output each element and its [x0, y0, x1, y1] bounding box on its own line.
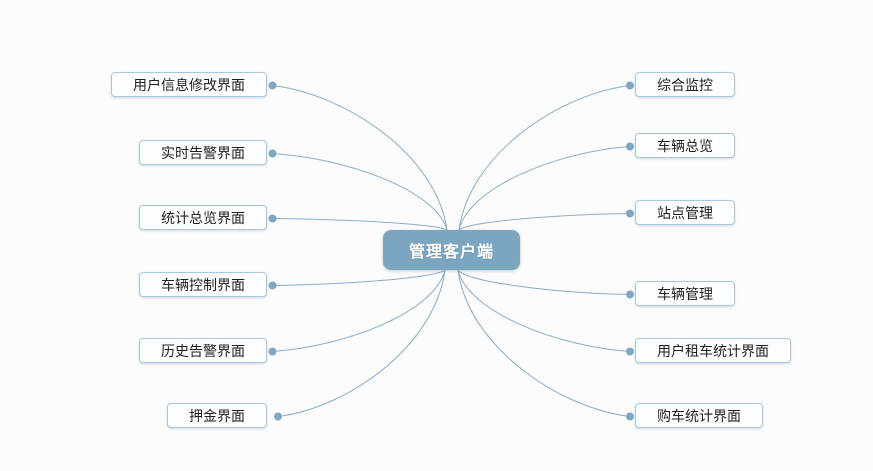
node-label: 实时告警界面 [161, 144, 245, 161]
node-vehicle-overview[interactable]: 车辆总览 [635, 133, 735, 158]
node-user-rental-stats-ui[interactable]: 用户租车统计界面 [635, 338, 791, 363]
node-label: 历史告警界面 [161, 342, 245, 359]
connector-dot [626, 290, 634, 299]
node-deposit-ui[interactable]: 押金界面 [167, 403, 267, 428]
node-statistics-overview-ui[interactable]: 统计总览界面 [139, 205, 267, 230]
connector-dot [268, 214, 277, 223]
connector-line [272, 218, 448, 231]
node-vehicle-management[interactable]: 车辆管理 [635, 281, 735, 306]
node-comprehensive-monitoring[interactable]: 综合监控 [635, 72, 735, 97]
connector-dot [268, 149, 277, 158]
node-label: 车辆管理 [657, 285, 713, 302]
node-label: 车辆总览 [657, 137, 713, 154]
connector-line [457, 269, 631, 417]
node-user-info-edit-ui[interactable]: 用户信息修改界面 [111, 72, 267, 97]
connector-line [457, 269, 631, 352]
node-label: 购车统计界面 [657, 407, 741, 424]
connector-line [272, 85, 448, 231]
connector-line [277, 269, 446, 417]
connector-dot [626, 347, 634, 356]
connector-line [272, 153, 448, 231]
node-label: 站点管理 [657, 204, 713, 221]
node-label: 车辆控制界面 [161, 276, 245, 293]
node-realtime-alarm-ui[interactable]: 实时告警界面 [139, 140, 267, 165]
connector-dot [626, 209, 634, 218]
node-management-client-center[interactable]: 管理客户端 [383, 230, 520, 270]
connector-line [272, 269, 446, 352]
node-label: 押金界面 [189, 407, 245, 424]
connector-line [458, 85, 631, 231]
connector-line [458, 213, 631, 231]
connector-dot [268, 347, 277, 356]
connector-dot [268, 81, 277, 90]
node-purchase-stats-ui[interactable]: 购车统计界面 [635, 403, 763, 428]
node-label: 综合监控 [657, 76, 713, 93]
connector-dot [268, 281, 277, 290]
connector-dot [626, 412, 634, 421]
node-label: 用户租车统计界面 [657, 342, 769, 359]
connector-dot [626, 142, 634, 151]
node-label: 统计总览界面 [161, 209, 245, 226]
connector-line [272, 269, 446, 286]
node-station-management[interactable]: 站点管理 [635, 200, 735, 225]
node-vehicle-control-ui[interactable]: 车辆控制界面 [139, 272, 267, 297]
connector-dot [274, 412, 282, 421]
node-label: 用户信息修改界面 [133, 76, 245, 93]
connector-dot [626, 81, 634, 90]
connector-line [457, 269, 631, 295]
connector-line [458, 146, 631, 231]
center-node-label: 管理客户端 [408, 244, 494, 261]
node-history-alarm-ui[interactable]: 历史告警界面 [139, 338, 267, 363]
